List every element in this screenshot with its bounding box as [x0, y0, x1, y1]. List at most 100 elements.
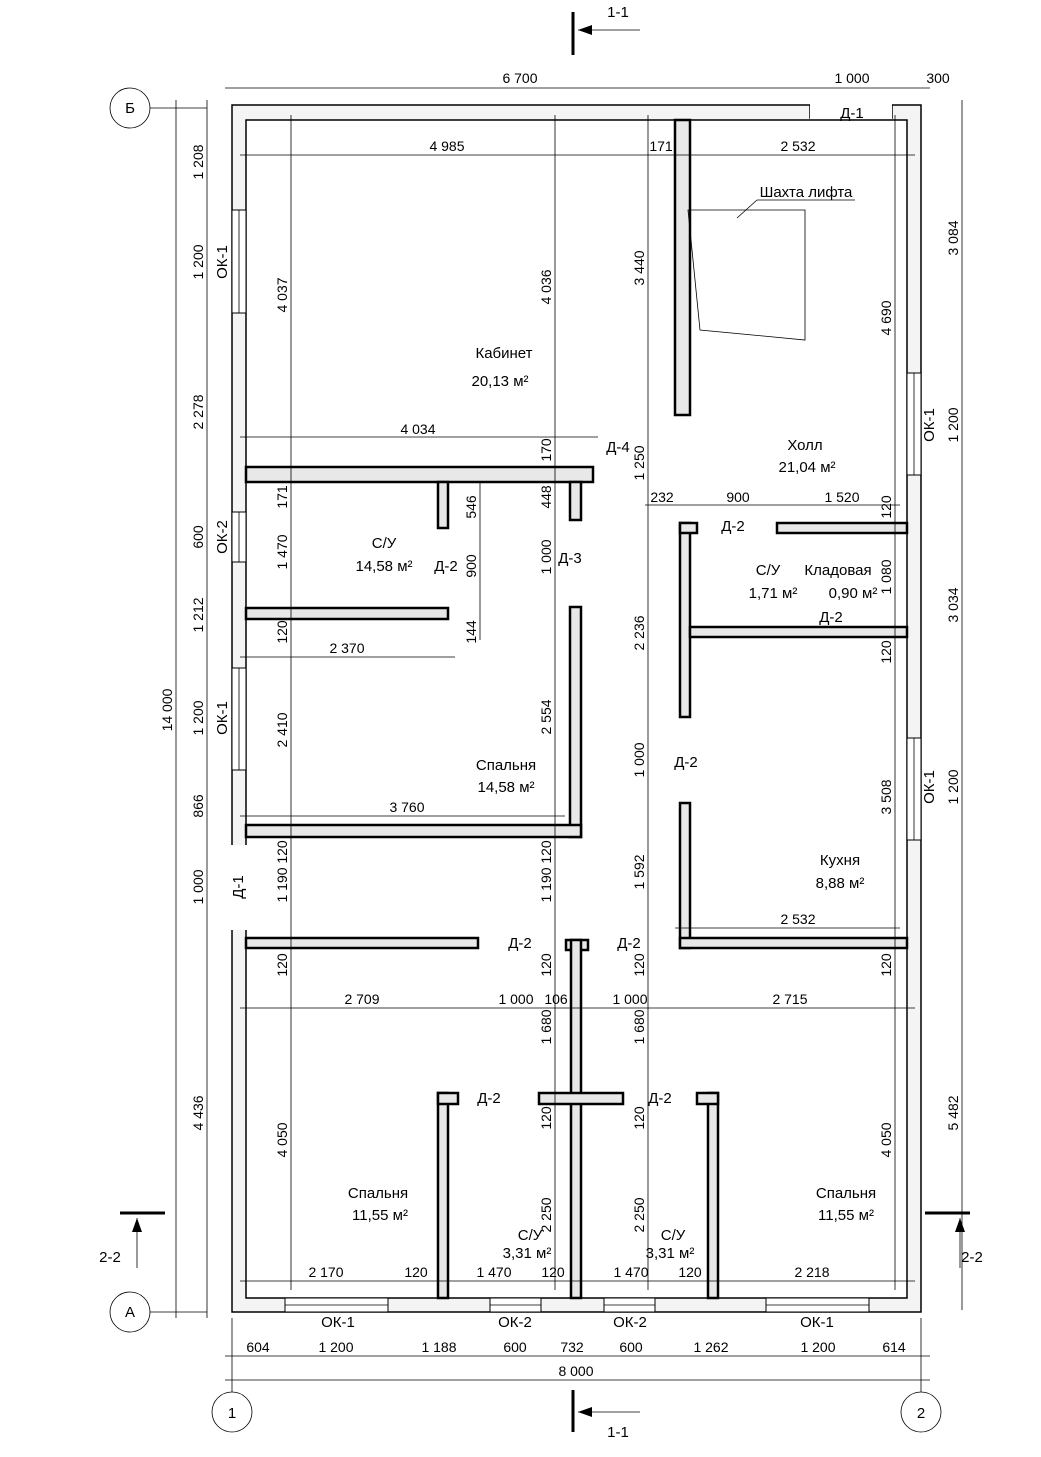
dimension-label: 144 — [463, 620, 479, 644]
dimension-label: 1 208 — [190, 144, 206, 179]
dimension-label: 732 — [560, 1339, 584, 1355]
room-name: Кабинет — [475, 345, 532, 362]
dimension-label: 171 — [274, 485, 290, 509]
room-name: Спальня — [816, 1185, 876, 1202]
dimension-label: 3 084 — [945, 220, 961, 255]
room-area: 8,88 м² — [816, 875, 865, 892]
opening-label: ОК-1 — [214, 701, 231, 735]
opening-label: Д-1 — [230, 875, 247, 899]
dimension-label: 1 188 — [421, 1339, 456, 1355]
dimension-label: 232 — [650, 489, 674, 505]
dimension-label: 604 — [246, 1339, 270, 1355]
axis-label: 2 — [917, 1405, 925, 1422]
dimension-label: 120 — [274, 620, 290, 644]
dimension-label: 120 — [878, 953, 894, 977]
dimension-label: 106 — [544, 991, 568, 1007]
dimension-label: 4 436 — [190, 1095, 206, 1130]
dimension-label: 170 — [538, 438, 554, 462]
opening-label: Д-3 — [558, 550, 582, 567]
dimension-label: 2 250 — [631, 1197, 647, 1232]
dimension-label: 2 218 — [794, 1264, 829, 1280]
dimension-label: 1 000 — [498, 991, 533, 1007]
dimension-label: 1 000 — [612, 991, 647, 1007]
dimension-label: 2 278 — [190, 394, 206, 429]
axis-label: Б — [125, 100, 135, 117]
dimension-label: 120 — [541, 1264, 565, 1280]
dimension-label: 120 — [538, 953, 554, 977]
room-name: Спальня — [476, 757, 536, 774]
dimension-label: 2 410 — [274, 712, 290, 747]
dimension-label: 120 — [538, 1106, 554, 1130]
dimension-label: 1 592 — [631, 854, 647, 889]
dimension-label: 4 050 — [274, 1122, 290, 1157]
dimension-label: 2 715 — [772, 991, 807, 1007]
room-area: 0,90 м² — [829, 585, 878, 602]
room-name: Холл — [787, 437, 822, 454]
section-markers — [120, 12, 970, 1432]
dimension-label: 120 — [631, 953, 647, 977]
dimension-label: 1 680 — [631, 1009, 647, 1044]
opening-label: Д-2 — [674, 754, 698, 771]
opening-label: Д-1 — [840, 105, 864, 122]
dimension-label: 4 050 — [878, 1122, 894, 1157]
opening-label: ОК-2 — [214, 520, 231, 554]
axis-label: 1 — [228, 1405, 236, 1422]
room-area: 11,55 м² — [352, 1207, 408, 1224]
opening-label: Д-2 — [819, 609, 843, 626]
opening-label: Д-2 — [648, 1090, 672, 1107]
room-area: 3,31 м² — [503, 1245, 552, 1262]
dimension-label: 120 — [878, 495, 894, 519]
opening-label: ОК-1 — [921, 408, 938, 442]
dimension-label: 600 — [503, 1339, 527, 1355]
room-area: 14,58 м² — [477, 779, 534, 796]
room-name: Кладовая — [804, 562, 871, 579]
opening-label: Д-2 — [477, 1090, 501, 1107]
dimension-label: 2 370 — [329, 640, 364, 656]
room-area: 21,04 м² — [778, 459, 835, 476]
room-name: Кухня — [820, 852, 860, 869]
dimension-label: 866 — [190, 794, 206, 818]
dimension-label: 900 — [463, 554, 479, 578]
dimension-label: 4 036 — [538, 269, 554, 304]
dimension-label: 1 262 — [693, 1339, 728, 1355]
dimension-label: 120 — [538, 840, 554, 864]
dimension-label: 546 — [463, 495, 479, 519]
dimension-label: 1 200 — [945, 769, 961, 804]
dimension-label: 2 250 — [538, 1197, 554, 1232]
opening-label: ОК-1 — [921, 770, 938, 804]
dimension-label: 1 000 — [631, 742, 647, 777]
dimension-label: 1 200 — [190, 244, 206, 279]
dimension-label: 1 470 — [274, 534, 290, 569]
lift-shaft — [687, 199, 855, 341]
dimension-label: 1 470 — [613, 1264, 648, 1280]
opening-label: ОК-2 — [498, 1314, 532, 1331]
dimension-label: 120 — [631, 1106, 647, 1130]
dimension-label: 171 — [649, 138, 673, 154]
dimension-label: 5 482 — [945, 1095, 961, 1130]
dimension-label: 2 709 — [344, 991, 379, 1007]
dimension-label: 120 — [274, 840, 290, 864]
opening-label: Д-2 — [617, 935, 641, 952]
room-area: 14,58 м² — [355, 558, 412, 575]
room-area: 3,31 м² — [646, 1245, 695, 1262]
dimension-label: 6 700 — [502, 70, 537, 86]
dimension-label: 2 170 — [308, 1264, 343, 1280]
axis-label: А — [125, 1304, 135, 1321]
dimension-label: 2 554 — [538, 699, 554, 734]
dimension-label: 1 520 — [824, 489, 859, 505]
interior-walls — [244, 118, 909, 1300]
dimension-label: 3 760 — [389, 799, 424, 815]
opening-label: Д-2 — [434, 558, 458, 575]
opening-label: Д-2 — [721, 518, 745, 535]
dimension-label: 448 — [538, 485, 554, 509]
exterior-walls — [231, 104, 922, 1313]
room-area: 20,13 м² — [471, 373, 528, 390]
lift-shaft-note: Шахта лифта — [760, 184, 853, 201]
room-name: С/У — [372, 535, 397, 552]
dimension-label: 4 034 — [400, 421, 435, 437]
dimension-label: 600 — [190, 525, 206, 549]
dimension-label: 4 037 — [274, 277, 290, 312]
dimension-label: 120 — [878, 640, 894, 664]
